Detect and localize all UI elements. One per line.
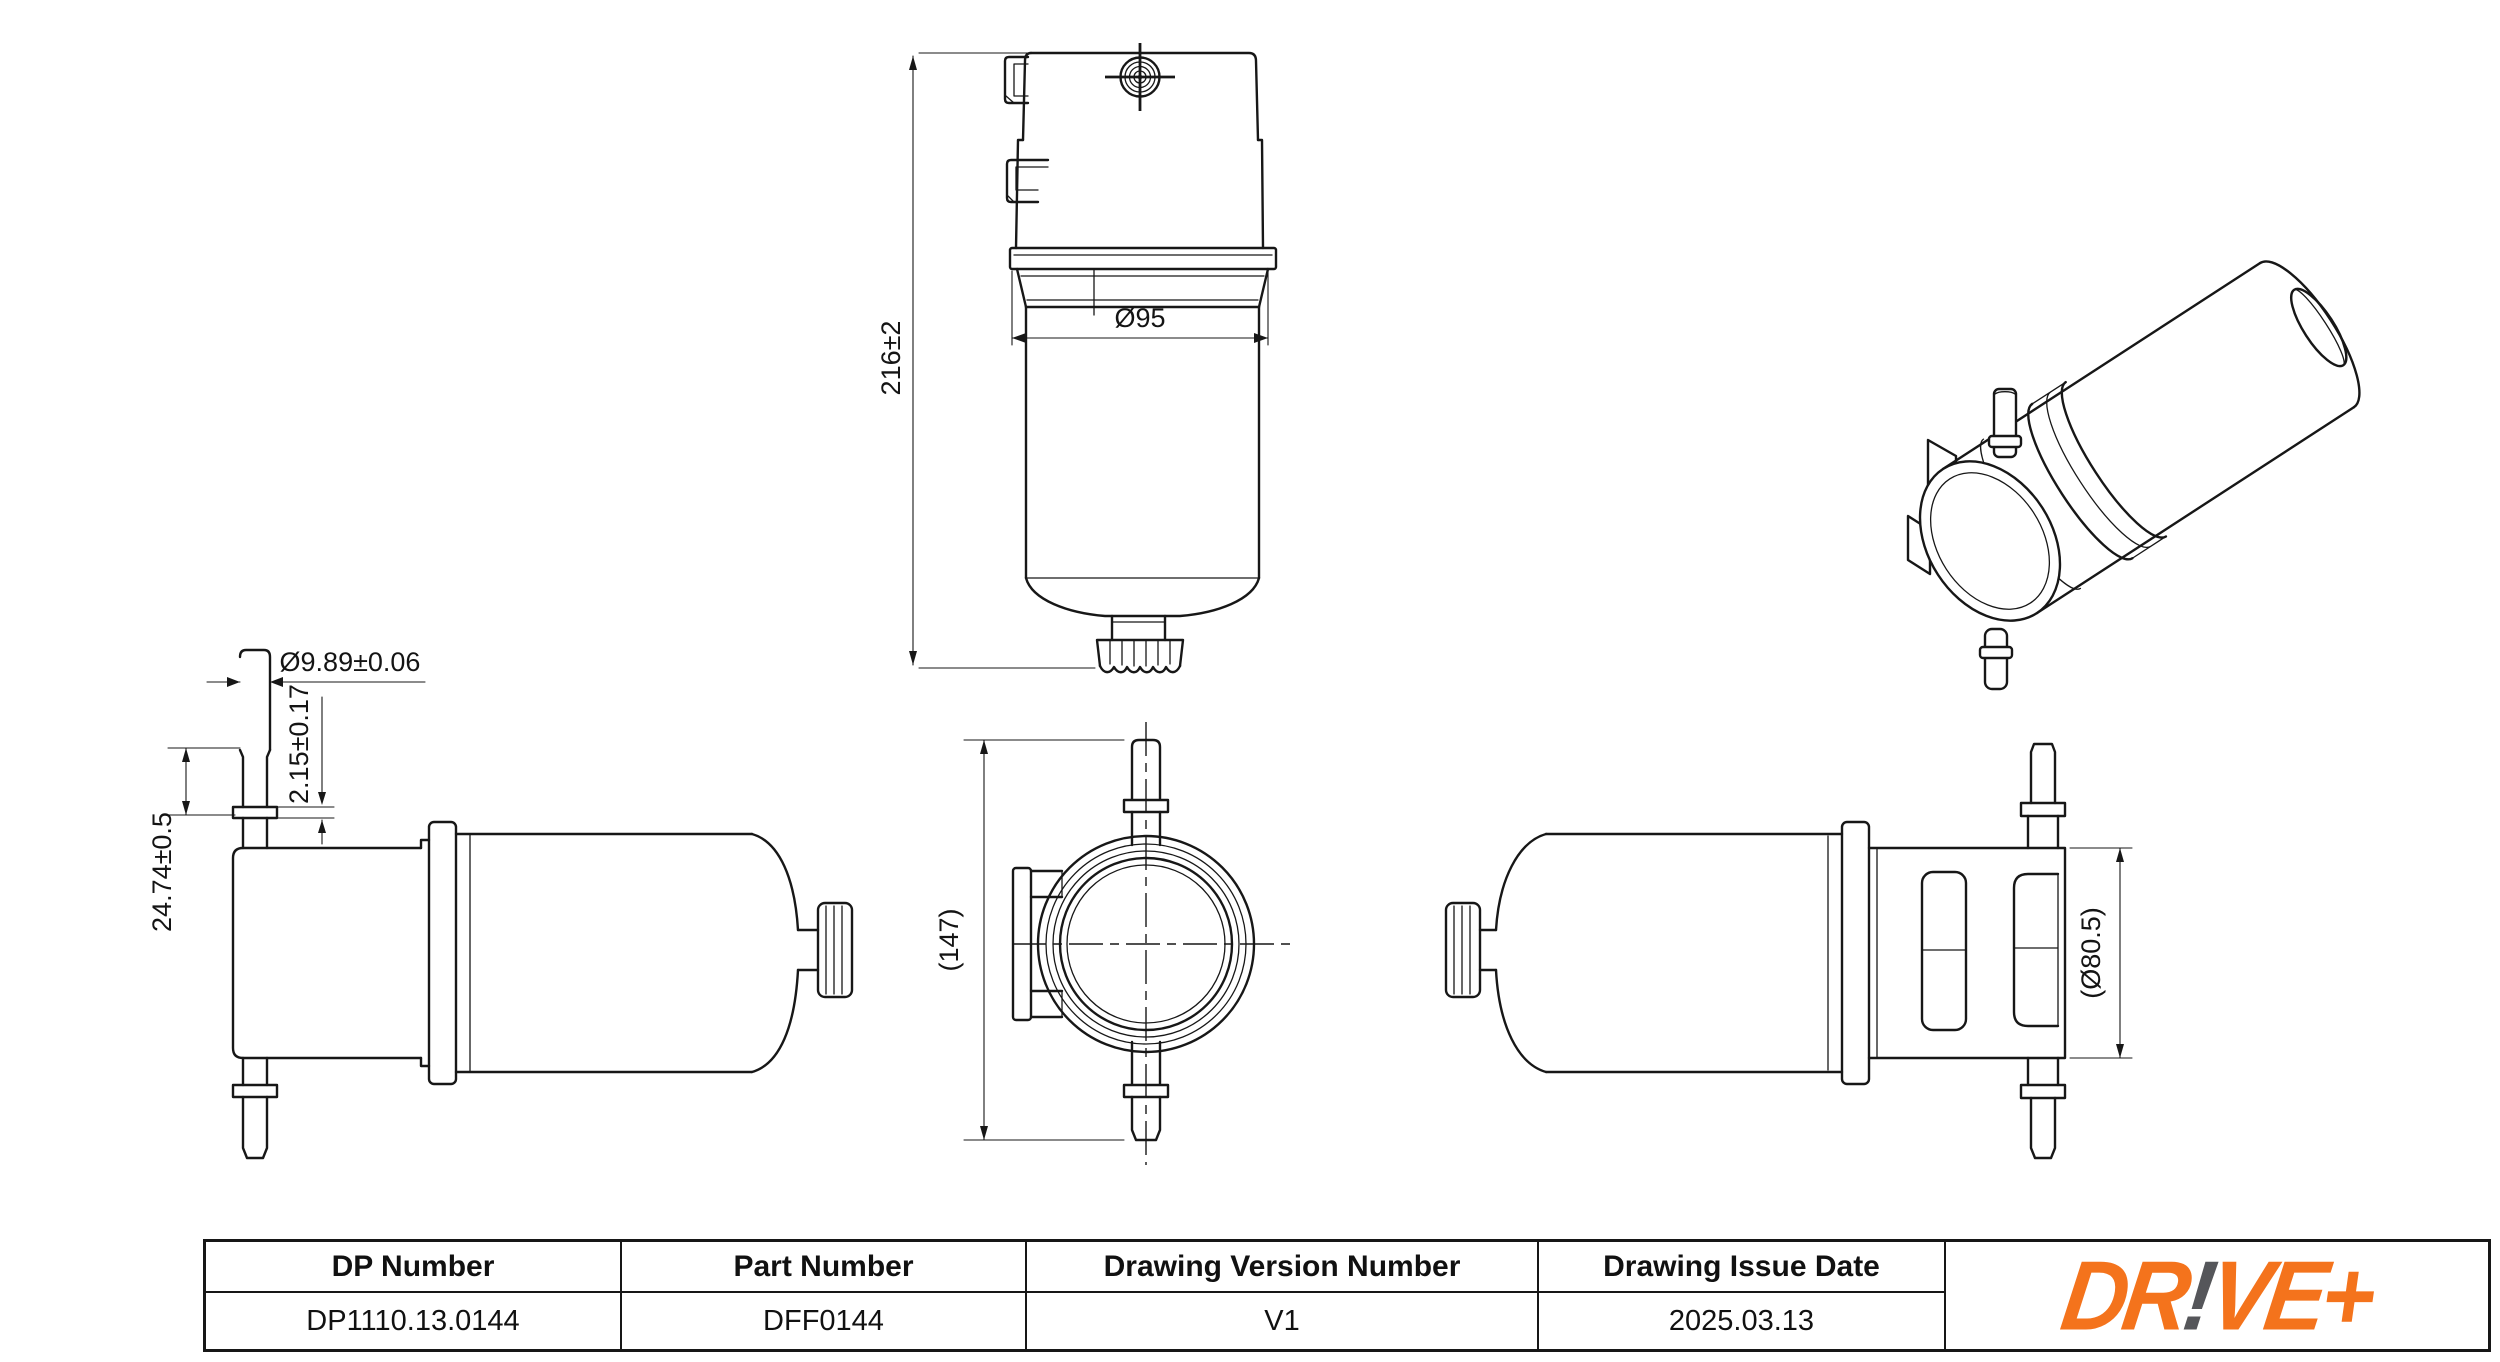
logo-dr: DR [2055, 1239, 2194, 1351]
isometric-view-drawing [1906, 260, 2361, 691]
dim-collar-label: 2.15±0.17 [284, 684, 314, 804]
dim-height-label: 216±2 [876, 321, 906, 396]
right-view-knurl-cap [1444, 901, 1482, 999]
drain-knurl [1095, 638, 1185, 674]
centerlines [1012, 722, 1290, 1165]
iso-top-pipe [1987, 387, 2023, 459]
mounting-tab-upper [1003, 55, 1030, 105]
dim-port-diameter-label: Ø9.89±0.06 [280, 647, 421, 677]
dim-flange-diameter: Ø95 [1011, 270, 1269, 346]
iso-bottom-pipe [1978, 627, 2014, 691]
top-port-crosshair [1105, 43, 1175, 111]
bottom-view-drawing: (147) [934, 722, 1290, 1165]
value-dp-number: DP1110.13.0144 [206, 1291, 620, 1349]
dim-overall-width: (147) [934, 739, 1125, 1141]
value-drawing-issue-date: 2025.03.13 [1537, 1291, 1944, 1349]
front-view-drawing: 216±2 Ø95 [876, 43, 1278, 674]
header-drawing-version-number: Drawing Version Number [1025, 1242, 1537, 1291]
left-view-top-pipe [231, 648, 279, 850]
right-view-top-pipe [2019, 742, 2067, 850]
value-part-number: DFF0144 [620, 1291, 1025, 1349]
header-part-number: Part Number [620, 1242, 1025, 1291]
brand-logo: DR!VE+ [2056, 1240, 2379, 1351]
left-view-bottom-pipe [231, 1056, 279, 1160]
right-view-window-1 [1920, 870, 1968, 1032]
dim-height: 216±2 [876, 52, 1096, 669]
brand-logo-cell: DR!VE+ [1944, 1240, 2488, 1351]
right-view-bottom-pipe [2019, 1056, 2067, 1160]
dim-body-diameter-label: (Ø80.5) [2076, 907, 2106, 999]
dim-body-diameter: (Ø80.5) [2069, 847, 2133, 1059]
dim-port-diameter: Ø9.89±0.06 [206, 647, 426, 687]
left-view-knurl-cap [816, 901, 854, 999]
dim-overall-label: (147) [934, 908, 964, 971]
dim-port-offset-label: 24.74±0.5 [147, 812, 177, 932]
header-drawing-issue-date: Drawing Issue Date [1537, 1242, 1944, 1291]
logo-ve-plus: VE+ [2202, 1239, 2379, 1351]
dim-collar: 2.15±0.17 [276, 684, 335, 845]
header-dp-number: DP Number [331, 1249, 495, 1283]
mounting-tab-lower [1005, 158, 1050, 204]
title-block-table: DP Number Part Number Drawing Version Nu… [203, 1239, 2491, 1352]
right-view-window-2 [2012, 872, 2060, 1028]
dim-flange-label: Ø95 [1114, 303, 1165, 333]
right-side-view-drawing: (Ø80.5) [1444, 742, 2133, 1160]
left-side-view-drawing: Ø9.89±0.06 2.15±0.17 24.74±0.5 [147, 647, 854, 1160]
dim-port-offset: 24.74±0.5 [147, 747, 241, 932]
value-drawing-version-number: V1 [1025, 1291, 1537, 1349]
